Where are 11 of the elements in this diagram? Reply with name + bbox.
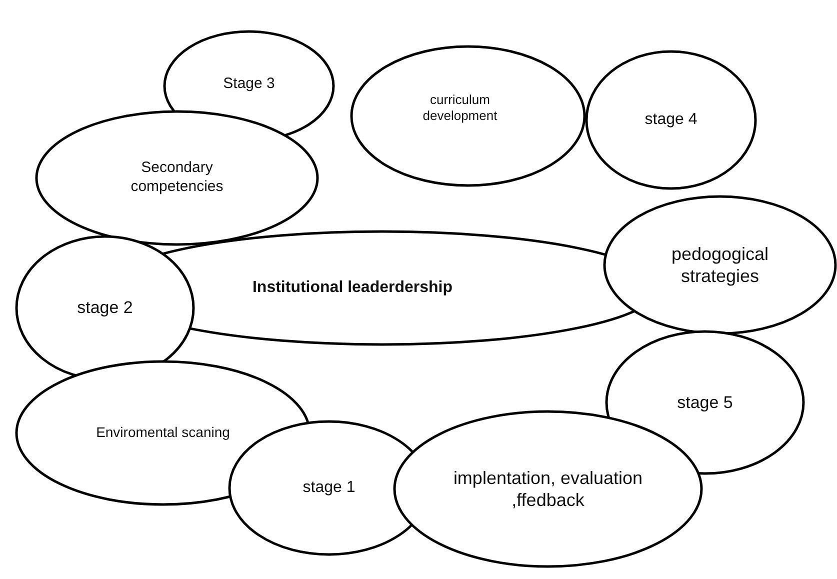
- node-label: Institutional leaderdership: [252, 278, 453, 298]
- node-label: Enviromental scaning: [96, 424, 230, 442]
- node-label: Secondary competencies: [130, 159, 224, 197]
- node-label: stage 4: [644, 110, 698, 130]
- node-label: stage 1: [302, 478, 356, 498]
- node-label: stage 5: [677, 392, 733, 414]
- node-label: pedogogical strategies: [670, 242, 770, 288]
- node-label: curriculum development: [422, 92, 498, 124]
- node-label: implentation, evaluation ,ffedback: [452, 466, 644, 512]
- node-label: stage 2: [77, 297, 133, 319]
- node-label: Stage 3: [223, 74, 275, 94]
